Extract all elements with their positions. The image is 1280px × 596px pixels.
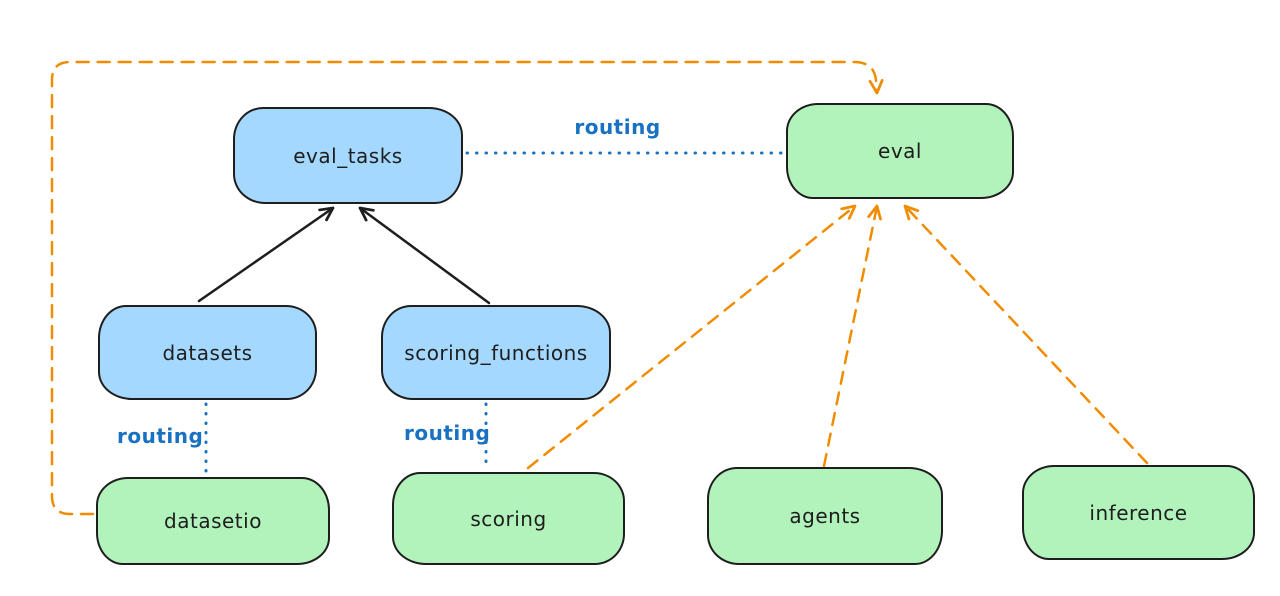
node-eval-tasks-label: eval_tasks	[293, 143, 403, 168]
node-datasetio: datasetio	[96, 477, 330, 565]
routing-label-eval-tasks-eval: routing	[574, 115, 661, 139]
node-scoring-functions: scoring_functions	[381, 305, 611, 400]
node-inference-label: inference	[1089, 500, 1188, 525]
edge-scoring-functions-to-eval-tasks	[358, 206, 491, 305]
registration-arrows	[197, 206, 491, 305]
node-eval-tasks: eval_tasks	[233, 107, 463, 204]
edge-datasets-to-eval-tasks	[197, 206, 335, 303]
node-scoring-label: scoring	[470, 506, 547, 531]
node-agents-label: agents	[789, 504, 861, 528]
node-datasets: datasets	[98, 305, 317, 400]
edge-agents-to-eval	[822, 204, 882, 468]
node-inference: inference	[1022, 465, 1255, 560]
edge-inference-to-eval	[903, 204, 1149, 465]
node-agents: agents	[707, 467, 943, 565]
node-eval: eval	[786, 103, 1014, 199]
node-datasets-label: datasets	[162, 340, 253, 365]
node-eval-label: eval	[878, 139, 922, 163]
provider-edges	[50, 60, 1149, 516]
routing-label-scoring-functions-scoring: routing	[404, 421, 491, 445]
routing-edges	[204, 151, 785, 475]
node-scoring-functions-label: scoring_functions	[404, 340, 588, 365]
node-scoring: scoring	[392, 472, 625, 565]
edge-datasetio-to-eval	[50, 60, 884, 516]
node-datasetio-label: datasetio	[164, 509, 262, 533]
edge-scoring-to-eval	[526, 204, 857, 470]
routing-label-datasets-datasetio: routing	[117, 424, 204, 448]
